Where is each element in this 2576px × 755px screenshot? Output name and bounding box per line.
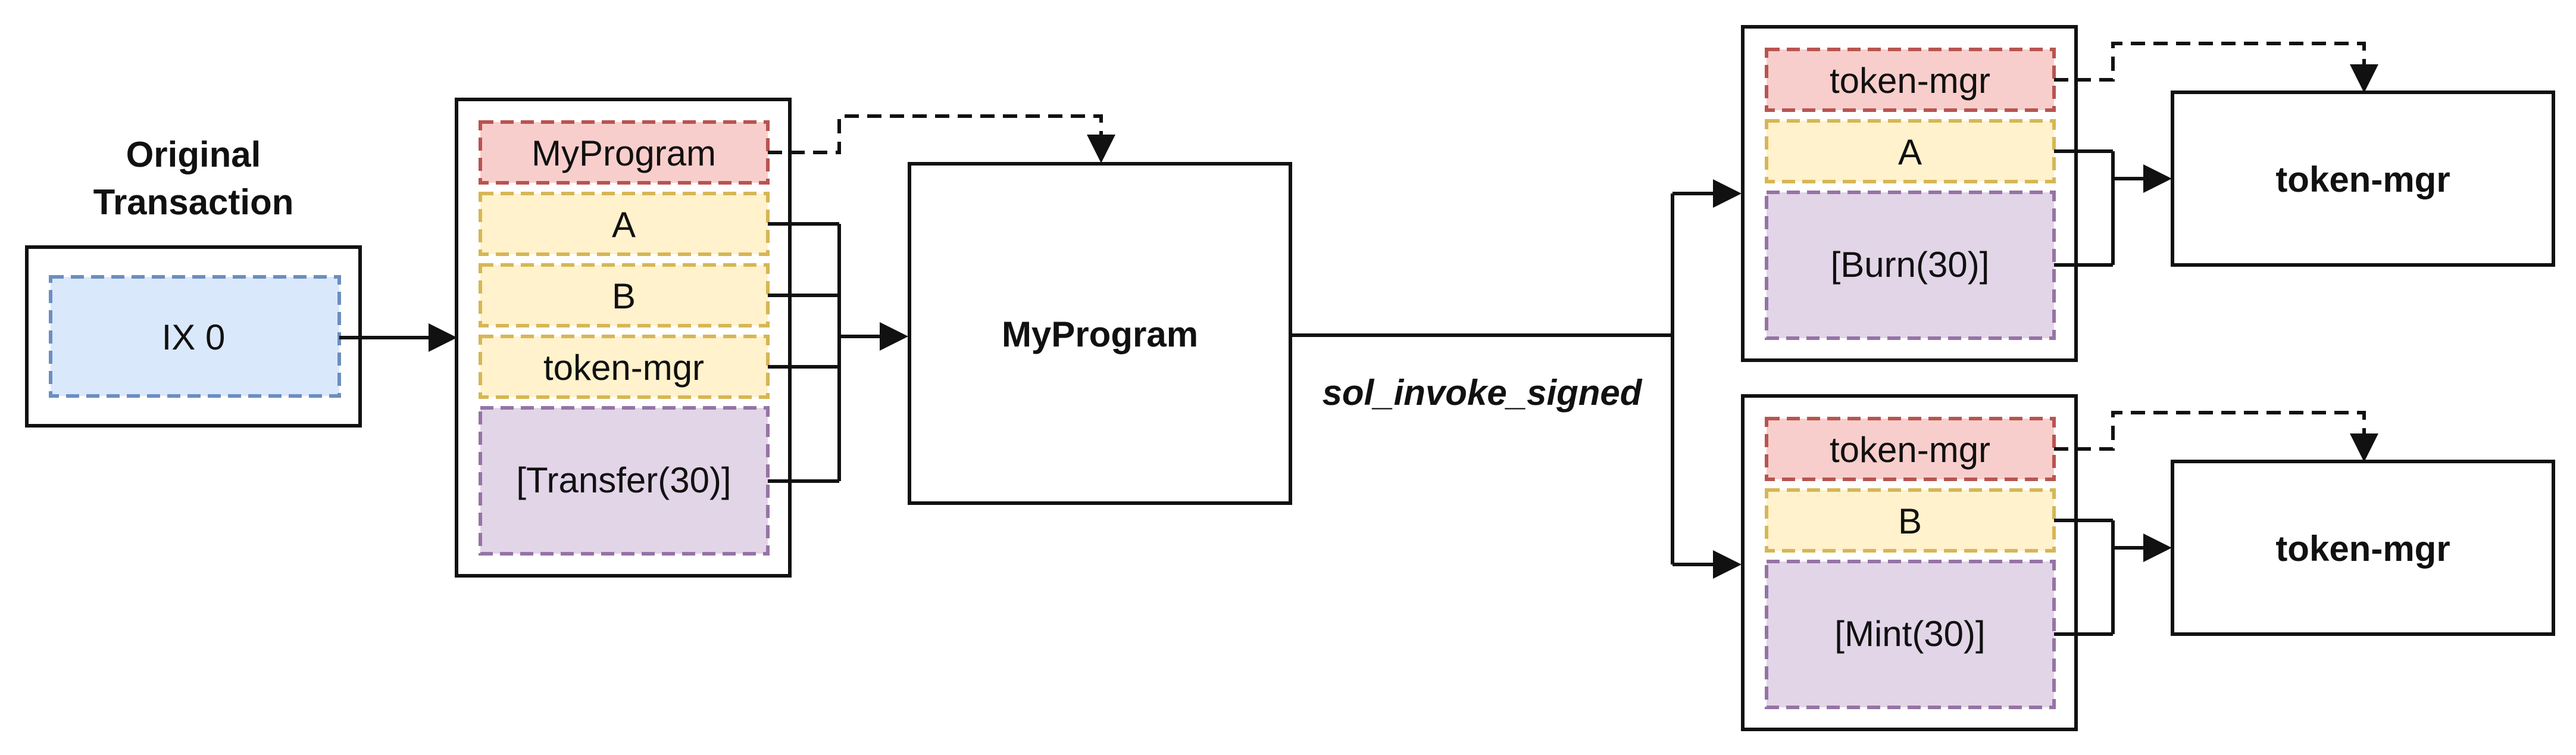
instruction-program-pointer <box>768 114 1115 163</box>
instruction-data-border <box>479 406 770 556</box>
cpi-burn-program-pointer <box>2054 42 2378 93</box>
cpi-mint-data-border <box>1765 560 2056 709</box>
instruction-program-label: MyProgram <box>532 133 716 173</box>
cpi-mint-account-label: B <box>1898 501 1922 541</box>
cpi-burn-account-box[interactable] <box>1767 121 2054 182</box>
invoke-label: sol_invoke_signed <box>1323 373 1643 413</box>
instruction-account-token-border <box>479 335 770 399</box>
cpi-mint-program-label: token-mgr <box>1830 430 1990 470</box>
cpi-mint-data-box[interactable] <box>1767 561 2054 707</box>
cpi-mint-program-box[interactable] <box>1767 419 2054 479</box>
instruction-data-label: [Transfer(30)] <box>516 460 731 500</box>
cpi-burn-program-label: token-mgr <box>1830 61 1990 101</box>
cpi-burn-target-box[interactable] <box>2171 91 2555 267</box>
original-transaction-title-line1: Original <box>126 135 261 174</box>
cpi-mint-account-border <box>1765 488 2056 553</box>
cpi-mint-target-box[interactable] <box>2171 460 2555 636</box>
instruction-account-a-box[interactable] <box>480 194 768 254</box>
cpi-burn-data-box[interactable] <box>1767 192 2054 338</box>
main-program-label: MyProgram <box>1002 314 1198 354</box>
cpi-mint-data-label: [Mint(30)] <box>1834 614 1985 654</box>
instruction-accounts-wire <box>768 222 841 483</box>
instruction-data-box[interactable] <box>480 408 768 554</box>
instruction-program-box-border <box>479 120 770 185</box>
instruction-account-a-label: A <box>612 205 636 245</box>
cpi-burn-account-border <box>1765 119 2056 183</box>
cpi-burn-data-label: [Burn(30)] <box>1831 245 1990 285</box>
cpi-burn-program-box[interactable] <box>1767 49 2054 110</box>
cpi-burn-account-label: A <box>1898 132 1922 172</box>
cpi-mint-accounts-wire <box>2054 519 2115 636</box>
instruction-program-box[interactable] <box>480 122 768 183</box>
cpi-burn-program-border <box>1765 48 2056 112</box>
cpi-mint-target-label: token-mgr <box>2275 529 2450 569</box>
instruction-account-token-box[interactable] <box>480 336 768 397</box>
instruction-account-b-border <box>479 263 770 327</box>
invoke-split-wire <box>1290 194 1674 564</box>
cpi-burn-data-border <box>1765 191 2056 340</box>
ix-0-box[interactable] <box>51 277 339 396</box>
cpi-mint-program-pointer <box>2054 411 2378 462</box>
cpi-mint-account-box[interactable] <box>1767 490 2054 551</box>
cpi-burn-accounts-wire <box>2054 149 2115 267</box>
cpi-burn-target-label: token-mgr <box>2275 160 2450 199</box>
ix-0-label: IX 0 <box>162 317 226 357</box>
original-transaction-title-line2: Transaction <box>93 182 294 222</box>
cpi-mint-program-border <box>1765 417 2056 481</box>
instruction-account-a-border <box>479 192 770 256</box>
instruction-account-b-label: B <box>612 276 636 316</box>
instruction-account-token-label: token-mgr <box>543 348 704 388</box>
instruction-account-b-box[interactable] <box>480 265 768 326</box>
